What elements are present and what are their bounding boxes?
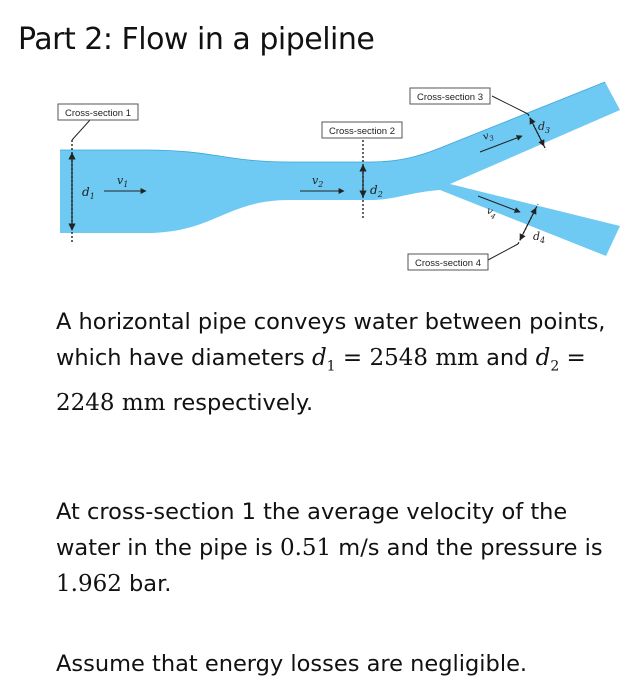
and-text: and: [478, 345, 536, 371]
respectively-text: respectively.: [165, 389, 314, 416]
d1-label: d1: [82, 185, 95, 201]
cross-section-3-label: Cross-section 3: [417, 92, 483, 103]
d1-expression: d1 = 2548 mm: [311, 345, 479, 375]
v4-label: v4: [484, 205, 498, 221]
d3-label: d3: [538, 120, 550, 135]
assumption-text: Assume that energy losses are negligible…: [56, 651, 528, 677]
v3-arrow: [479, 135, 523, 153]
v3-label: v3: [482, 129, 496, 145]
pressure-value: 1.962: [56, 571, 122, 597]
cross-section-4-label: Cross-section 4: [415, 258, 481, 269]
velocity-value: 0.51: [279, 535, 332, 561]
d2-expression: d2 = 2248 mm: [56, 345, 586, 416]
pipeline-diagram: Cross-section 1 d1 v1 Cross-section 2 d2…: [57, 81, 620, 271]
cross-section-4-label-box: [407, 253, 489, 271]
pipe-shape: [60, 82, 620, 256]
d4-label: d4: [533, 230, 545, 245]
velocity-pressure-paragraph: At cross-section 1 the average velocity …: [56, 499, 603, 597]
page-title: Part 2: Flow in a pipeline: [18, 22, 375, 57]
v1-label: v1: [117, 174, 128, 189]
intro-text: A horizontal pipe conveys water between …: [56, 309, 606, 371]
v2-label: v2: [312, 174, 323, 189]
cross-section-2-label-box: [321, 121, 403, 139]
cross-section-3-label-box: [409, 87, 491, 105]
problem-description: A horizontal pipe conveys water between …: [56, 304, 616, 421]
d2-label: d2: [370, 183, 383, 199]
cross-section-2-label: Cross-section 2: [329, 126, 395, 137]
cross-section-1-label: Cross-section 1: [65, 108, 131, 119]
v4-arrow: [477, 195, 521, 213]
cross-section-1-label-box: [57, 103, 139, 121]
